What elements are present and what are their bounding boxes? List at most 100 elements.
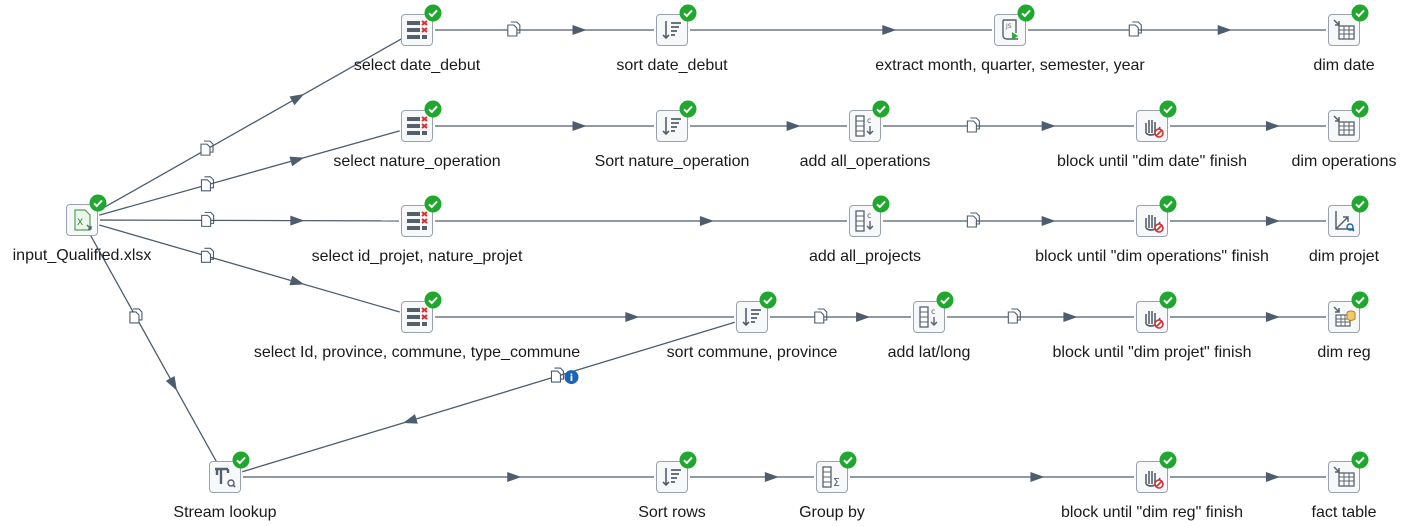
hop-arrow — [1041, 121, 1056, 131]
step-add-proj[interactable]: c — [849, 195, 890, 237]
step-add-ops[interactable]: c — [849, 100, 890, 142]
success-check-icon — [1159, 195, 1177, 213]
step-sort-rows[interactable] — [656, 451, 697, 493]
success-check-icon — [759, 291, 777, 309]
step-dim-date[interactable] — [1328, 4, 1369, 46]
hop-add-latlong-to-block-projet[interactable] — [947, 308, 1134, 324]
success-check-icon — [679, 4, 697, 22]
hop-input-to-select-proj[interactable] — [99, 211, 400, 227]
excel-input-icon: X — [69, 207, 95, 233]
javascript-icon: JS — [997, 17, 1023, 43]
success-check-icon — [839, 451, 857, 469]
step-block-date[interactable] — [1136, 100, 1177, 142]
blocking-icon — [1139, 208, 1165, 234]
copy-rows-icon — [200, 140, 214, 156]
hop-arrow — [1030, 472, 1045, 482]
hop-sort-date-to-extract[interactable] — [690, 25, 992, 35]
hop-block-reg-to-fact-table[interactable] — [1170, 472, 1326, 482]
hop-block-projet-to-dim-reg[interactable] — [1170, 312, 1326, 322]
hop-add-ops-to-block-date[interactable] — [883, 117, 1134, 133]
step-label: Sort rows — [638, 504, 706, 521]
hop-arrow — [289, 156, 305, 167]
hop-stream-lookup-to-sort-rows[interactable] — [243, 472, 654, 482]
step-label: dim date — [1313, 57, 1375, 74]
step-group-by[interactable]: Σ — [816, 451, 857, 493]
hop-sort-commune-to-add-latlong[interactable] — [770, 308, 911, 324]
hop-input-to-select-date[interactable] — [97, 38, 402, 212]
hop-sort-nature-to-add-ops[interactable] — [690, 121, 847, 131]
copy-rows-icon — [507, 21, 521, 37]
hop-block-ops-to-dim-projet[interactable] — [1170, 216, 1326, 226]
table-output-icon — [1331, 17, 1357, 43]
success-check-icon — [1351, 100, 1369, 118]
step-dim-reg[interactable] — [1328, 291, 1369, 333]
step-label: Group by — [799, 504, 865, 521]
step-label: select id_projet, nature_projet — [311, 248, 523, 265]
hop-select-nature-to-sort-nature[interactable] — [435, 121, 654, 131]
step-dim-ops[interactable] — [1328, 100, 1369, 142]
success-check-icon — [424, 100, 442, 118]
hop-arrow — [764, 472, 779, 482]
hop-select-proj-to-add-proj[interactable] — [435, 216, 847, 226]
add-constants-icon: c — [852, 113, 878, 139]
step-sort-nature[interactable] — [656, 100, 697, 142]
step-select-prov[interactable] — [401, 291, 442, 333]
step-dim-projet[interactable] — [1328, 195, 1369, 237]
sort-rows-icon — [659, 17, 685, 43]
hop-input-to-select-nature[interactable] — [99, 130, 400, 216]
step-block-projet[interactable] — [1136, 291, 1177, 333]
hop-group-by-to-block-reg[interactable] — [850, 472, 1134, 482]
success-check-icon — [424, 195, 442, 213]
step-fact-table[interactable] — [1328, 451, 1369, 493]
step-stream-lookup[interactable] — [209, 451, 250, 493]
success-check-icon — [1159, 291, 1177, 309]
step-sort-commune[interactable] — [736, 291, 777, 333]
success-check-icon — [936, 291, 954, 309]
hop-sort-rows-to-group-by[interactable] — [690, 472, 814, 482]
step-label: add all_operations — [799, 153, 931, 170]
success-check-icon — [1351, 451, 1369, 469]
group-by-icon: Σ — [819, 464, 845, 490]
step-block-ops[interactable] — [1136, 195, 1177, 237]
hop-sort-commune-to-stream-lookup[interactable]: i — [242, 321, 735, 473]
hop-select-date-to-sort-date[interactable] — [435, 21, 654, 37]
hop-select-prov-to-sort-commune[interactable] — [435, 312, 734, 322]
copy-rows-icon — [1007, 308, 1021, 324]
sort-rows-icon — [659, 464, 685, 490]
step-sort-date[interactable] — [656, 4, 697, 46]
success-check-icon — [679, 100, 697, 118]
hop-block-date-to-dim-ops[interactable] — [1170, 121, 1326, 131]
hop-arrow — [625, 312, 640, 322]
hop-input-to-stream-lookup[interactable] — [90, 235, 217, 462]
table-output-icon — [1331, 464, 1357, 490]
step-input[interactable]: X — [66, 194, 107, 236]
svg-text:Σ: Σ — [833, 476, 840, 489]
step-block-reg[interactable] — [1136, 451, 1177, 493]
add-constants-icon: c — [852, 208, 878, 234]
step-select-proj[interactable] — [401, 195, 442, 237]
hop-arrow — [786, 121, 801, 131]
success-check-icon — [232, 451, 250, 469]
success-check-icon — [1017, 4, 1035, 22]
step-label: add lat/long — [887, 344, 971, 361]
copy-rows-icon — [814, 308, 828, 324]
step-label: extract month, quarter, semester, year — [875, 57, 1145, 74]
hop-arrow — [572, 25, 587, 35]
step-extract[interactable]: JS — [994, 4, 1035, 46]
copy-rows-icon — [550, 367, 565, 383]
svg-text:c: c — [867, 116, 871, 125]
hop-extract-to-dim-date[interactable] — [1028, 21, 1326, 37]
step-label: Sort nature_operation — [594, 153, 750, 170]
step-label: sort date_debut — [616, 57, 728, 74]
table-output-icon — [1331, 113, 1357, 139]
step-label: fact table — [1311, 504, 1377, 521]
step-select-date[interactable] — [401, 4, 442, 46]
hop-input-to-select-prov[interactable] — [99, 224, 400, 313]
combination-lookup-icon — [1331, 304, 1357, 330]
step-select-nature[interactable] — [401, 100, 442, 142]
hop-add-proj-to-block-ops[interactable] — [883, 212, 1134, 228]
hop-arrow — [572, 121, 587, 131]
step-add-latlong[interactable]: c — [913, 291, 954, 333]
copy-rows-icon — [966, 117, 980, 133]
